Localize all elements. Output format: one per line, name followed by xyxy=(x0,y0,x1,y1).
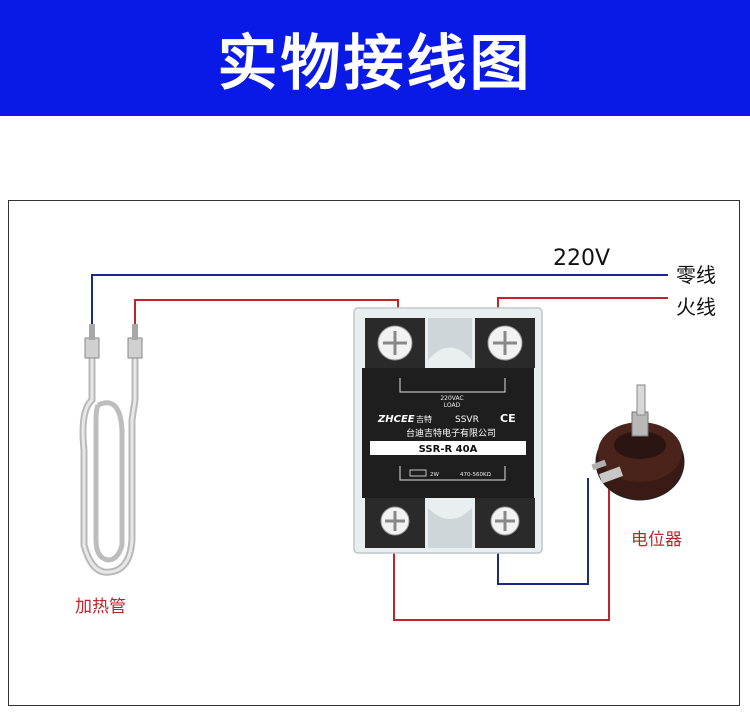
terminal-screw xyxy=(490,506,520,536)
relay-company: 台迪吉特电子有限公司 xyxy=(406,427,496,439)
potentiometer xyxy=(591,384,685,501)
relay-model-tag: SSVR xyxy=(455,415,479,425)
page-title: 实物接线图 xyxy=(217,28,533,99)
neutral-wire-label: 零线 xyxy=(676,263,716,287)
pot-wire-blue xyxy=(497,478,589,585)
title-banner: 实物接线图 xyxy=(0,0,750,116)
diagram-frame xyxy=(8,200,740,706)
terminal-screw xyxy=(377,325,413,361)
solid-state-relay: 220VAC LOAD ZHCEE 吉特 SSVR CE 台迪吉特电子有限公司 … xyxy=(353,307,543,554)
relay-power: 2W xyxy=(430,472,439,478)
pot-wire-red xyxy=(393,484,610,621)
relay-ce-mark: CE xyxy=(500,412,516,425)
neutral-wire xyxy=(91,274,668,330)
potentiometer-label: 电位器 xyxy=(631,530,682,550)
voltage-label: 220V xyxy=(553,246,611,271)
terminal-screw xyxy=(380,506,410,536)
live-wire-label: 火线 xyxy=(676,295,716,319)
relay-voltage-text: 220VAC xyxy=(440,395,463,402)
heater-label: 加热管 xyxy=(75,597,126,617)
relay-resistance: 470-560KΩ xyxy=(460,472,491,478)
heater-element xyxy=(79,324,143,576)
terminal-screw xyxy=(487,325,523,361)
relay-brand-logo: ZHCEE xyxy=(377,414,415,425)
relay-brand-cn: 吉特 xyxy=(416,414,432,424)
relay-load-text: LOAD xyxy=(444,402,461,409)
relay-model: SSR-R 40A xyxy=(419,444,478,455)
